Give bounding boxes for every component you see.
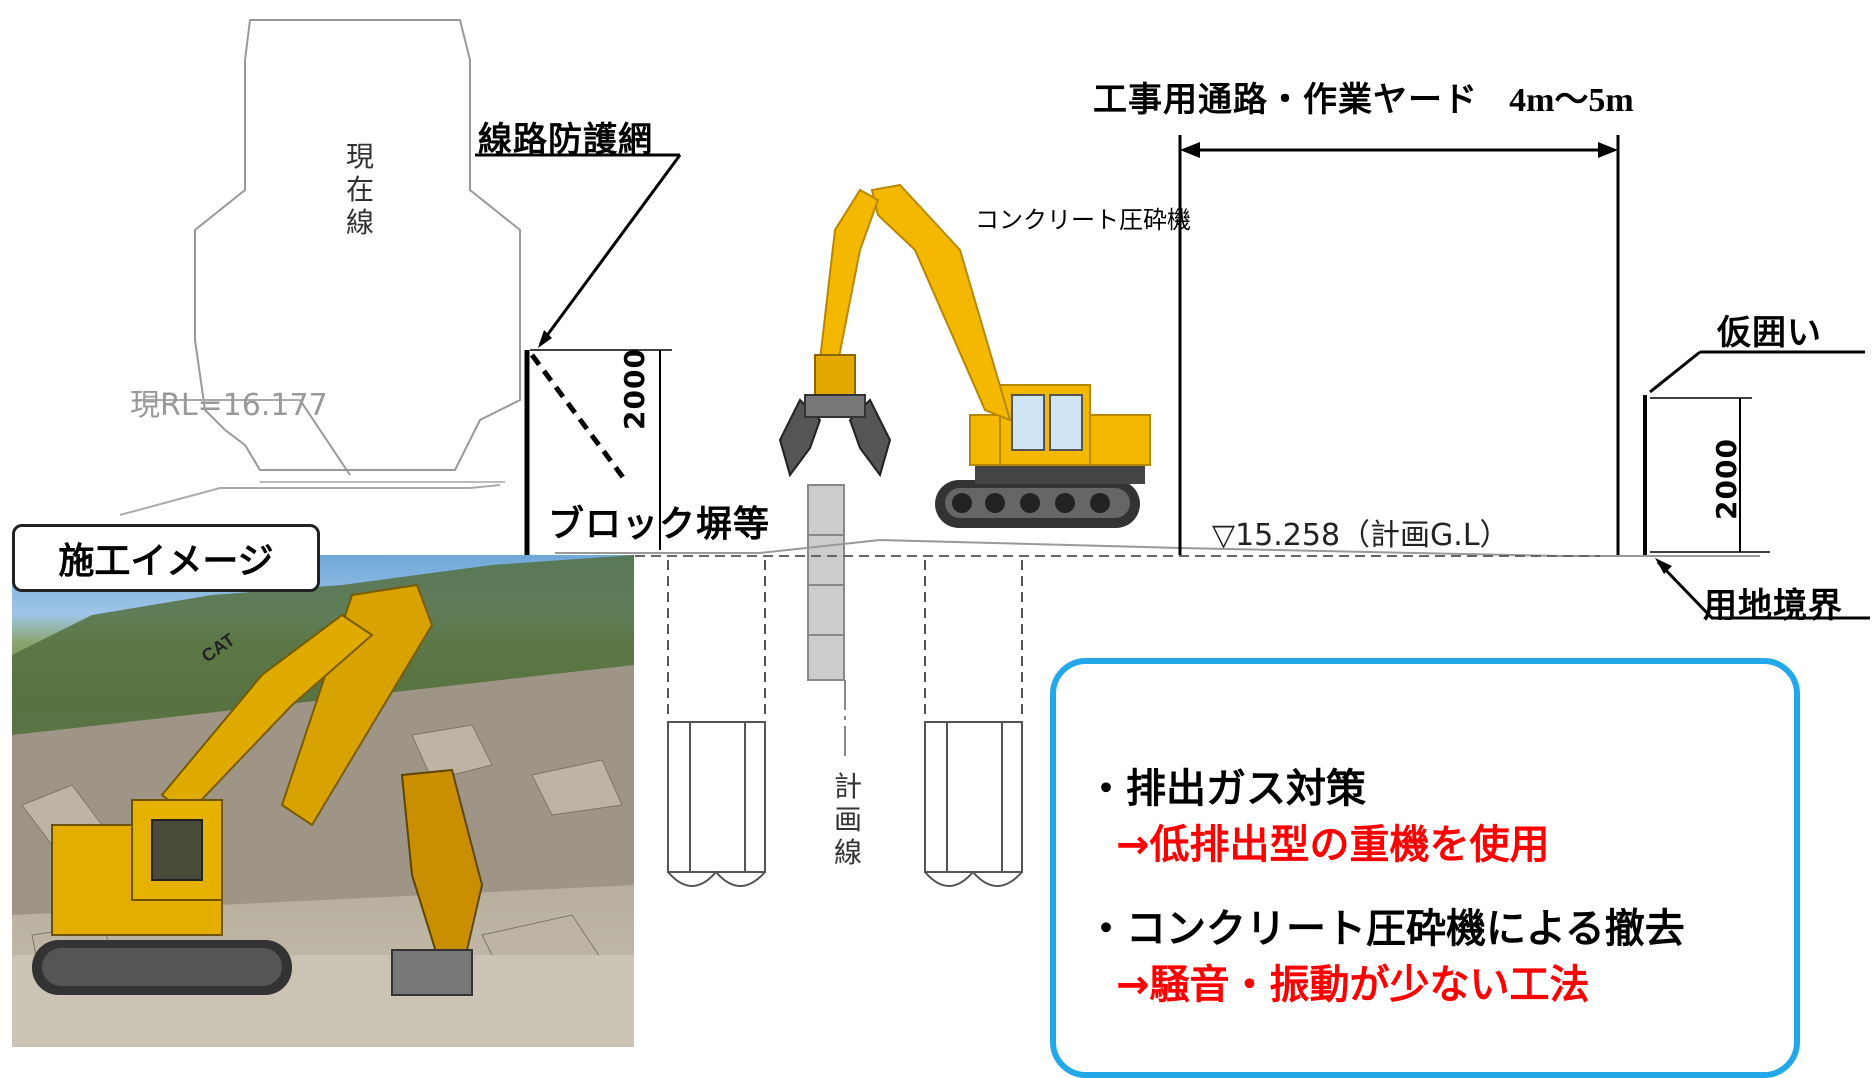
plan-line-label: 計画線: [833, 770, 862, 869]
fence-label: 仮囲い: [1717, 313, 1822, 353]
rail-net-arrowhead: [538, 330, 552, 348]
boundary-arrowhead: [1655, 558, 1672, 574]
fence-leader: [1649, 350, 1701, 394]
fence-height-label: 2000: [1710, 438, 1743, 520]
pile-left: [667, 560, 766, 887]
yard-width-arrow-right: [1598, 142, 1618, 158]
boundary-leader: [1656, 560, 1870, 620]
road-yard-title: 工事用通路・作業ヤード 4m～5m: [1093, 72, 1634, 121]
block-wall-unit: [807, 584, 845, 636]
current-line-label: 現在線: [345, 140, 374, 239]
construction-photo: CAT: [12, 555, 634, 1047]
measure-item-exhaust: ・排出ガス対策: [1086, 766, 1366, 812]
measure-detail-noise: →騒音・振動が少ない工法: [1116, 962, 1590, 1008]
ground-line: [555, 538, 1760, 557]
rail-net-height-label: 2000: [618, 348, 651, 430]
measure-item-crusher: ・コンクリート圧砕機による撤去: [1086, 906, 1685, 952]
block-wall-unit: [807, 634, 845, 681]
rail-net-leader-diagonal: [538, 154, 682, 346]
track-base-line: [119, 484, 501, 516]
rail-net-brace: [529, 353, 628, 482]
planned-gl-label: ▽15.258（計画G.L）: [1212, 518, 1510, 553]
excavator-photo-illustration: CAT: [12, 555, 634, 1047]
measures-box: ・排出ガス対策 →低排出型の重機を使用 ・コンクリート圧砕機による撤去 →騒音・…: [1050, 658, 1800, 1078]
yard-width-arrow-left: [1180, 142, 1200, 158]
crusher-label: コンクリート圧砕機: [975, 206, 1191, 234]
construction-image-title: 施工イメージ: [12, 524, 320, 592]
road-yard-width: 4m～5m: [1509, 82, 1634, 119]
excavator-crusher-illustration: [778, 183, 1151, 528]
cross-section-diagram: [119, 19, 1870, 887]
block-wall-unit: [807, 484, 845, 536]
block-wall-label: ブロック塀等: [548, 504, 771, 545]
measure-detail-exhaust: →低排出型の重機を使用: [1116, 822, 1550, 868]
block-wall-unit: [807, 534, 845, 586]
road-yard-label: 工事用通路・作業ヤード: [1093, 80, 1478, 120]
rl-value-label: 現RL=16.177: [130, 388, 328, 423]
rail-net-label: 線路防護網: [478, 120, 653, 160]
pile-right: [924, 560, 1023, 887]
rl-leader-line-2: [299, 399, 351, 476]
current-line-gauge-outline: [194, 19, 521, 471]
boundary-label: 用地境界: [1703, 586, 1843, 626]
